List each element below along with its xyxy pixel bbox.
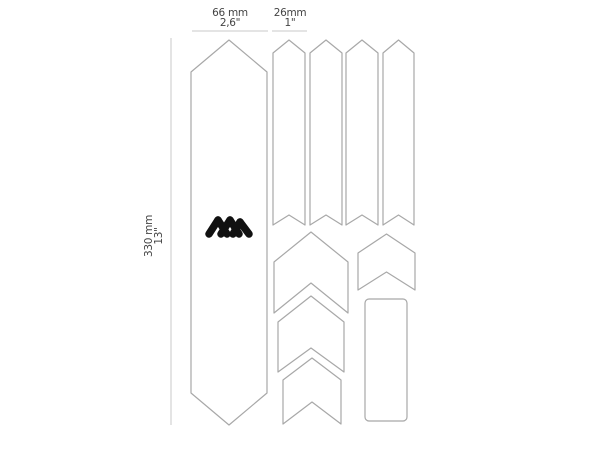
chevron-large <box>273 231 349 314</box>
chevron-small-right <box>357 233 416 291</box>
dimension-330-imperial: 13" <box>153 227 165 245</box>
rectangle-patch <box>364 298 408 422</box>
strip-2 <box>309 39 343 226</box>
chevron-medium <box>277 295 345 373</box>
dimension-label-66mm: 66 mm 2,6" <box>208 7 252 29</box>
dimension-label-26mm: 26mm 1" <box>272 7 308 29</box>
dimension-26-imperial: 1" <box>284 17 296 29</box>
strip-4 <box>382 39 415 226</box>
large-hexagon-panel <box>190 39 268 426</box>
dimension-26-metric: 26mm <box>273 7 307 19</box>
chevron-small-bottom <box>282 357 342 425</box>
dimension-label-330mm: 330 mm 13" <box>143 204 165 268</box>
strip-1 <box>272 39 306 226</box>
ams-logo-icon <box>205 216 253 238</box>
strip-3 <box>345 39 379 226</box>
dimension-66-imperial: 2,6" <box>219 17 241 29</box>
dimension-66-metric: 66 mm <box>212 7 248 19</box>
